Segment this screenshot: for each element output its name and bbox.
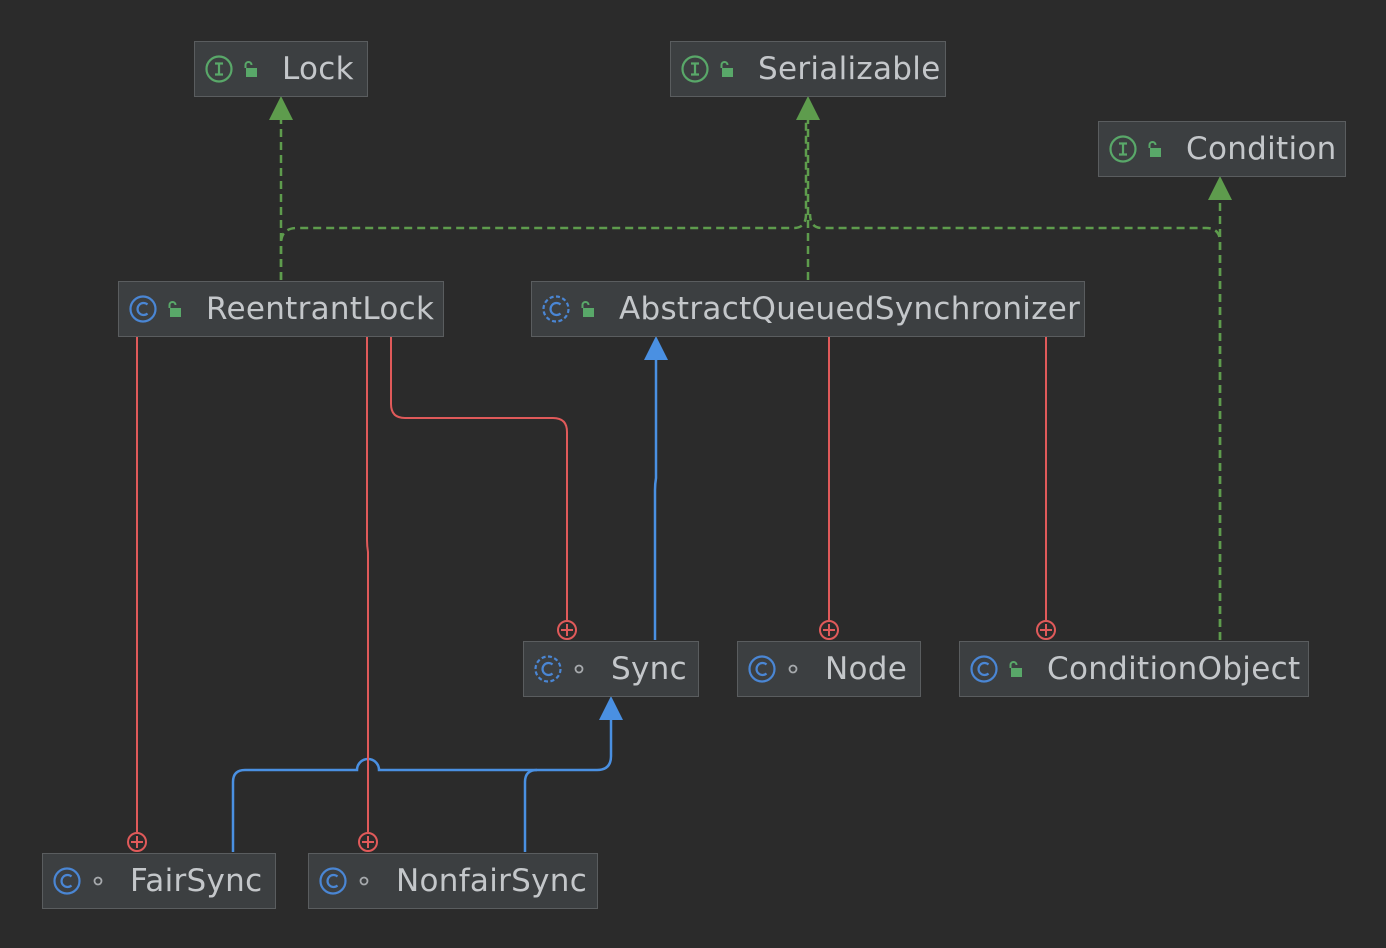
class-icon: [970, 655, 998, 683]
class-icon: [319, 867, 347, 895]
package-private-dot-icon: [359, 876, 369, 886]
node-label: NonfairSync: [396, 863, 588, 899]
public-lock-icon: [1148, 141, 1161, 157]
public-lock-icon: [720, 61, 733, 77]
inner-class-edges: [136, 336, 1047, 832]
interface-icon: [1109, 135, 1137, 163]
package-private-dot-icon: [788, 664, 798, 674]
package-private-dot-icon: [93, 876, 103, 886]
edge-reentrantlock-inner-nonfairsync: [366, 336, 369, 832]
node-label: Serializable: [758, 51, 941, 87]
node-reentrantlock[interactable]: ReentrantLock: [118, 281, 444, 337]
node-abstractqueuedsynchronizer[interactable]: AbstractQueuedSynchronizer: [531, 281, 1085, 337]
edge-reentrantlock-inner-sync: [390, 336, 568, 620]
node-condition[interactable]: Condition: [1098, 121, 1346, 177]
class-icon: [53, 867, 81, 895]
extends-edges: [231, 360, 658, 852]
interface-icon: [681, 55, 709, 83]
public-lock-icon: [581, 301, 594, 317]
inner-marker-conditionobject: [1036, 620, 1056, 640]
node-nonfairsync[interactable]: NonfairSync: [308, 853, 598, 909]
arrowhead-serializable: [796, 96, 820, 120]
extends-arrowheads: [599, 336, 668, 720]
node-label: Condition: [1186, 131, 1337, 167]
package-private-dot-icon: [574, 664, 584, 674]
node-node[interactable]: Node: [737, 641, 921, 697]
node-label: AbstractQueuedSynchronizer: [619, 291, 1081, 327]
arrowhead-sync: [599, 696, 623, 720]
public-lock-icon: [1009, 661, 1022, 677]
interface-icon: [205, 55, 233, 83]
node-label: Lock: [282, 51, 354, 87]
arrowhead-condition: [1208, 176, 1232, 200]
inner-marker-nonfairsync: [358, 832, 378, 852]
node-label: FairSync: [130, 863, 263, 899]
inner-marker-sync: [557, 620, 577, 640]
node-label: Node: [825, 651, 908, 687]
edge-fairsync-extends-sync: [231, 718, 613, 852]
abstract-class-icon: [534, 655, 562, 683]
node-label: Sync: [611, 651, 687, 687]
edge-nonfairsync-extends-sync: [523, 768, 538, 852]
public-lock-icon: [168, 301, 181, 317]
node-lock[interactable]: Lock: [194, 41, 368, 97]
inner-marker-node: [819, 620, 839, 640]
node-label: ConditionObject: [1047, 651, 1301, 687]
inner-class-markers: [127, 620, 1056, 852]
class-icon: [129, 295, 157, 323]
edge-conditionobject-implements-serializable: [808, 213, 1222, 640]
node-fairsync[interactable]: FairSync: [42, 853, 276, 909]
node-sync[interactable]: Sync: [523, 641, 699, 697]
arrowhead-lock: [269, 96, 293, 120]
arrowhead-aqs: [644, 336, 668, 360]
edge-reentrantlock-implements-serializable: [279, 116, 808, 280]
abstract-class-icon: [542, 295, 570, 323]
class-icon: [748, 655, 776, 683]
node-serializable[interactable]: Serializable: [670, 41, 946, 97]
public-lock-icon: [244, 61, 257, 77]
implements-edges: [279, 116, 1222, 640]
node-label: ReentrantLock: [206, 291, 435, 327]
edge-sync-extends-aqs: [653, 360, 658, 640]
inner-marker-fairsync: [127, 832, 147, 852]
node-conditionobject[interactable]: ConditionObject: [959, 641, 1309, 697]
implements-arrowheads: [269, 96, 1232, 200]
